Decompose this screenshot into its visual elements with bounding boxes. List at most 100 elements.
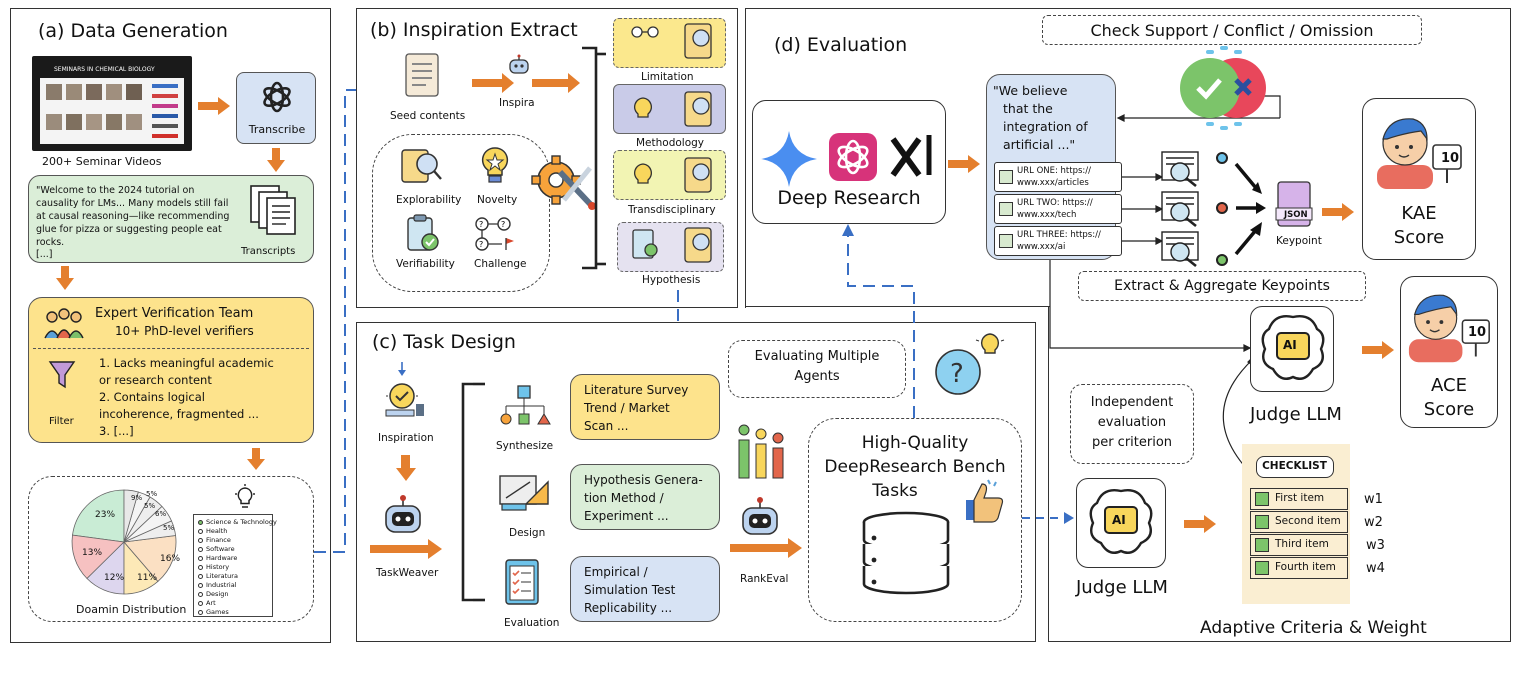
panel-evaluation-border — [745, 8, 1511, 308]
openai-logo-icon — [829, 133, 877, 181]
url-1-line-2: www.xxx/articles — [1017, 178, 1089, 188]
explorability-icon — [401, 149, 442, 183]
adaptive-label: Adaptive Criteria & Weight — [1200, 618, 1427, 638]
checklist-item-1: First item — [1250, 488, 1348, 510]
extract-label-box: Extract & Aggregate Keypoints — [1078, 271, 1366, 301]
legend-item: Literatura — [198, 572, 238, 580]
legend-marker — [198, 591, 203, 597]
quote-line-2: that the — [1003, 101, 1053, 116]
bench-title-line-1: High-Quality — [861, 433, 969, 453]
filter-icon — [48, 361, 76, 389]
seminar-banner: SEMINARS IN CHEMICAL BIOLOGY — [54, 66, 155, 73]
seminar-slide — [40, 78, 184, 144]
verifiability-icon — [407, 214, 439, 251]
transcript-line-2: causality for LMs... Many models still f… — [36, 198, 229, 209]
legend-marker — [198, 564, 203, 570]
ai-label-top: AI — [1283, 338, 1297, 352]
weight-3: w3 — [1366, 538, 1385, 553]
domain-pie-chart — [71, 489, 177, 595]
pie-slice-16 — [123, 535, 177, 582]
inspira-robot-icon — [509, 54, 529, 74]
url-icon-1 — [999, 170, 1013, 184]
checklist-item-3-label: Third item — [1275, 538, 1329, 550]
task-box-design: Hypothesis Genera- tion Method / Experim… — [570, 464, 720, 530]
arrow-to-checklist — [1184, 515, 1216, 533]
url-row-3: URL THREE: https:// www.xxx/ai — [994, 226, 1122, 256]
criterion-novelty: Novelty — [477, 194, 518, 206]
legend-item: Software — [198, 545, 235, 553]
check-box-3 — [1255, 538, 1269, 552]
arrow-to-team — [56, 266, 74, 290]
legend-item: Industrial — [198, 581, 237, 589]
legend-label: Finance — [206, 536, 231, 544]
svg-text:?: ? — [479, 240, 483, 249]
evaluation-icon — [505, 559, 539, 605]
ace-score-line-1: ACE — [1431, 375, 1467, 396]
filter-item-2: or research content — [99, 373, 212, 387]
legend-marker — [198, 528, 203, 534]
url-1-line-1: URL ONE: https:// — [1017, 166, 1092, 176]
transcript-line-1: "Welcome to the 2024 tutorial on — [36, 185, 195, 196]
task-design-line-3: Experiment ... — [584, 509, 669, 523]
kae-avatar-icon — [1377, 118, 1462, 189]
url-3-line-1: URL THREE: https:// — [1017, 230, 1101, 240]
json-label: JSON — [1284, 210, 1308, 220]
pie-label-13: 13% — [82, 548, 103, 558]
videos-label: 200+ Seminar Videos — [42, 155, 162, 168]
type-synthesize: Synthesize — [496, 440, 554, 452]
legend-marker — [198, 555, 203, 561]
criterion-verifiability: Verifiability — [396, 258, 455, 270]
database-icon — [862, 511, 950, 595]
legend-label: Literatura — [206, 572, 238, 580]
legend-label: Hardware — [206, 554, 238, 562]
check-box-4 — [1255, 561, 1269, 575]
transcript-line-6: [...] — [36, 249, 53, 260]
support-conflict-icon — [1180, 46, 1266, 130]
ace-avatar-icon — [1408, 294, 1490, 363]
independent-line-3: per criterion — [1091, 435, 1173, 450]
arrow-to-report — [948, 155, 980, 173]
pie-label-23: 23% — [95, 510, 116, 520]
ai-label-bottom: AI — [1112, 513, 1126, 527]
judge-llm-bottom-box: AI — [1076, 478, 1166, 568]
legend-label: Games — [206, 608, 229, 616]
seed-document-icon — [405, 53, 439, 97]
output-limitation-label: Limitation — [641, 71, 694, 83]
pie-label-12: 12% — [104, 573, 125, 583]
legend-item: Art — [198, 599, 216, 607]
lightbulb-icon — [235, 484, 255, 508]
svg-text:?: ? — [950, 359, 964, 389]
transcript-box: "Welcome to the 2024 tutorial on causali… — [28, 175, 314, 263]
legend-marker — [198, 600, 203, 606]
legend-marker — [198, 519, 203, 525]
pie-label-6: 6% — [155, 510, 167, 518]
rankeval-robot-icon — [742, 497, 778, 535]
check-box-1 — [1255, 492, 1269, 506]
judge-llm-top-label: Judge LLM — [1250, 404, 1342, 425]
legend-label: History — [206, 563, 230, 571]
inspiration-icon — [385, 362, 424, 417]
pie-label-5b: 5% — [144, 502, 156, 510]
criteria-group — [372, 134, 550, 292]
output-transdisciplinary-label: Transdisciplinary — [628, 204, 716, 216]
keypoint-dots — [1216, 152, 1266, 266]
legend-item: Health — [198, 527, 227, 535]
legend-label: Science & Technology — [206, 518, 277, 526]
task-evaluation-line-1: Empirical / — [584, 565, 648, 579]
taskweaver-robot-icon — [385, 495, 421, 533]
checklist-item-2: Second item — [1250, 511, 1348, 533]
types-bracket — [461, 382, 485, 602]
challenge-icon: ? ? ? — [475, 217, 514, 251]
pie-slice-23 — [72, 489, 125, 543]
ace-score-box: 10 ACE Score — [1400, 276, 1498, 428]
synthesize-icon — [500, 385, 551, 425]
seed-label: Seed contents — [390, 110, 466, 122]
checklist-title: CHECKLIST — [1262, 460, 1327, 472]
arrow-taskweaver-to-types — [370, 539, 442, 559]
legend-marker — [198, 582, 203, 588]
legend-label: Industrial — [206, 581, 237, 589]
transcript-line-3: at causal reasoning—like recommending — [36, 211, 230, 222]
outputs-bracket — [582, 46, 606, 270]
checklist-item-4: Fourth item — [1250, 557, 1348, 579]
